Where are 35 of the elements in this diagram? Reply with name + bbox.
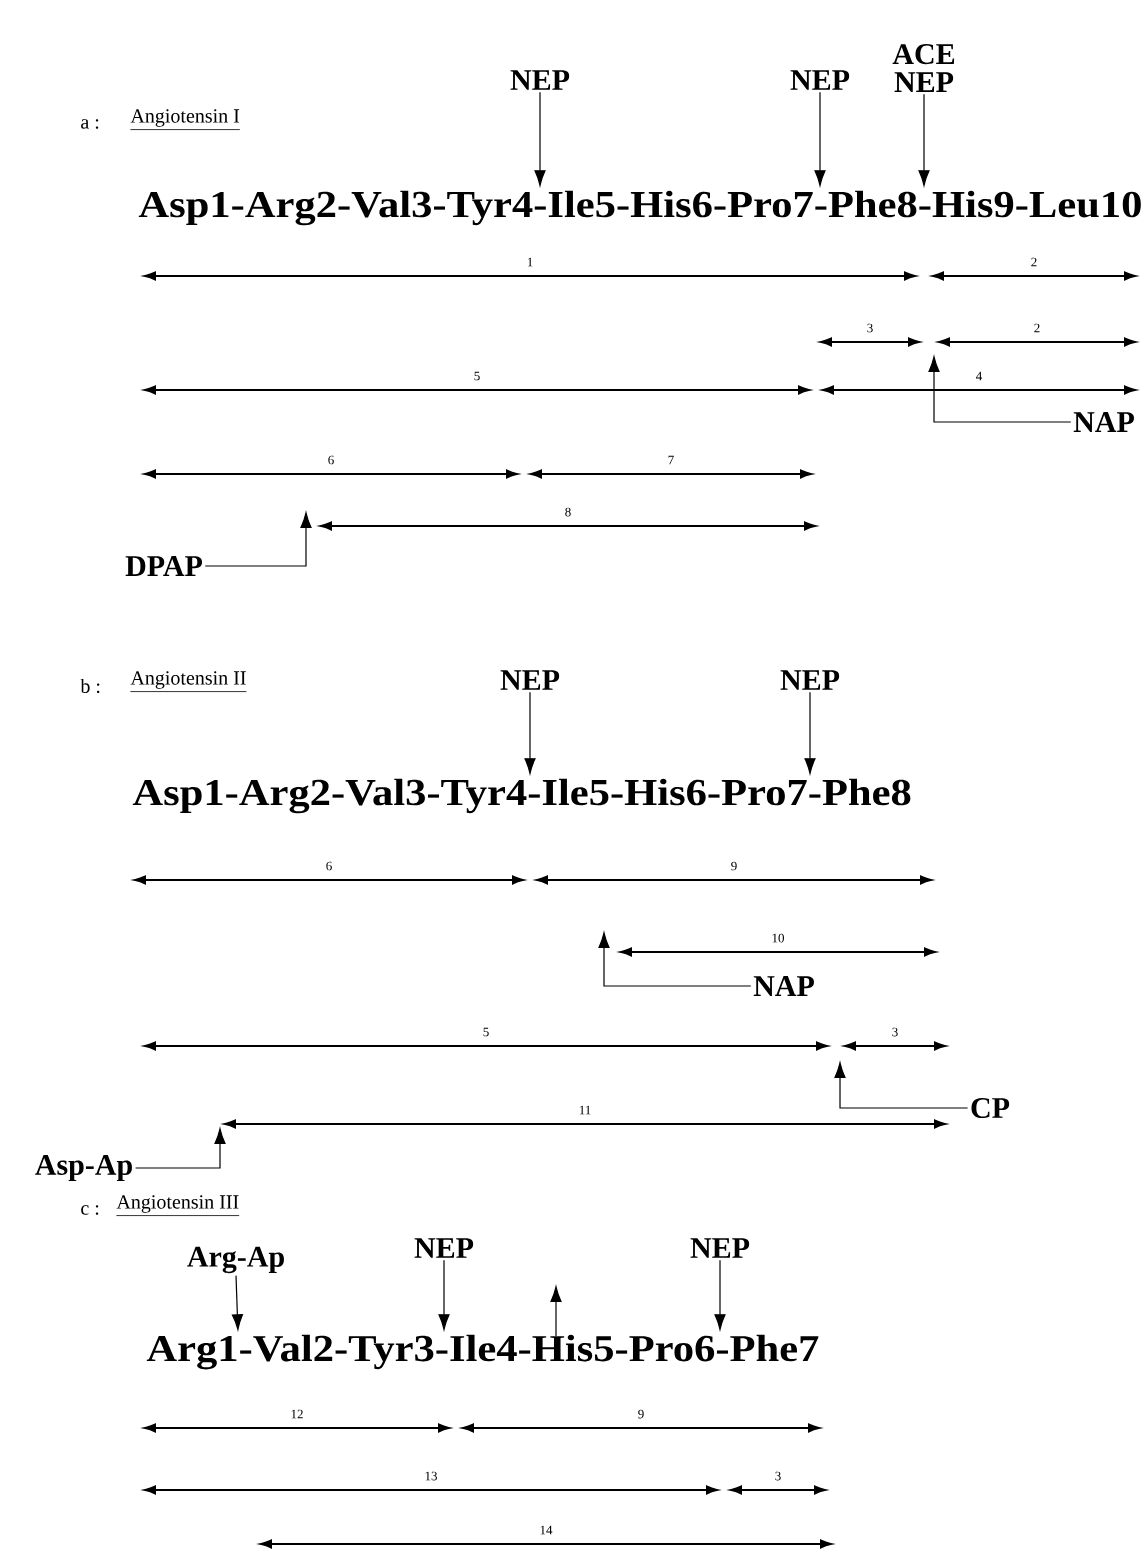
enzyme-label: NEP — [780, 670, 840, 690]
cleavage-arrow — [814, 91, 826, 187]
enzyme-label: DPAP — [125, 556, 203, 576]
enzyme-label: ACE NEP — [892, 44, 955, 92]
peptide-sequence: Asp1-Arg2-Val3-Tyr4-Ile5-His6-Pro7-Phe8 — [132, 778, 911, 814]
cleavage-arrow — [524, 691, 536, 775]
enzyme-label: Arg-Ap — [187, 1246, 284, 1274]
cleavage-arrow — [534, 91, 546, 187]
panel-letter: a : — [81, 119, 99, 129]
enzyme-label: NAP — [753, 976, 814, 996]
cleavage-arrow — [438, 1259, 450, 1331]
enzyme-label: NEP — [414, 1238, 474, 1258]
cleavage-arrow — [928, 356, 1072, 423]
cleavage-arrow — [598, 932, 752, 987]
cleavage-arrow — [804, 691, 816, 775]
panel-title: Angiotensin II — [130, 671, 247, 692]
panel-letter: b : — [80, 678, 100, 694]
enzyme-label: NEP — [510, 70, 570, 90]
enzyme-label: NAP — [1073, 412, 1134, 432]
enzyme-label: NEP — [500, 670, 560, 690]
cleavage-arrow — [834, 1062, 969, 1109]
peptide-sequence: Arg1-Val2-Tyr3-Ile4-His5-Pro6-Phe7 — [146, 1334, 819, 1370]
panel-title: Angiotensin I — [130, 109, 241, 130]
cleavage-arrow — [918, 93, 930, 187]
panel-letter: c : — [81, 1205, 99, 1215]
peptide-sequence: Asp1-Arg2-Val3-Tyr4-Ile5-His6-Pro7-Phe8-His9-Leu10 — [138, 190, 1141, 226]
enzyme-label: NEP — [690, 1238, 750, 1258]
cleavage-arrow — [204, 512, 312, 567]
cleavage-arrow — [135, 1128, 226, 1169]
enzyme-label: Asp-Ap — [35, 1154, 132, 1182]
cleavage-arrow — [714, 1259, 726, 1331]
panel-title: Angiotensin III — [116, 1195, 240, 1216]
cleavage-arrow — [231, 1275, 243, 1331]
enzyme-label: NEP — [790, 70, 850, 90]
enzyme-label: CP — [971, 1097, 1010, 1119]
